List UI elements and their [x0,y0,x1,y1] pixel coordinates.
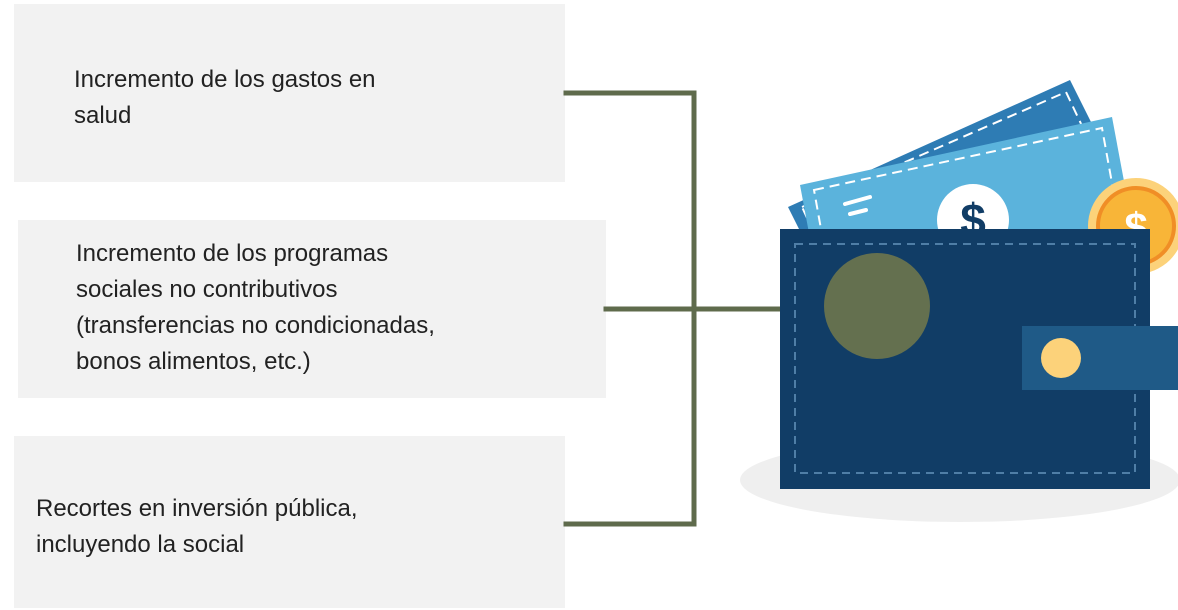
item-text-social-programs: Incremento de los programas sociales no … [76,236,435,380]
item-line: incluyendo la social [36,531,245,558]
wallet-icon: $ $ [740,80,1178,522]
wallet-clasp [1041,338,1081,378]
item-line: Incremento de los gastos en [74,66,376,93]
item-line: bonos alimentos, etc.) [76,348,311,375]
item-box-social-programs: Incremento de los programas sociales no … [18,220,606,398]
item-box-investment-cuts: Recortes en inversión pública, incluyend… [14,436,565,608]
item-line: sociales no contributivos [76,276,338,303]
item-text-investment-cuts: Recortes en inversión pública, incluyend… [36,491,358,563]
item-line: (transferencias no condicionadas, [76,312,435,339]
wallet-circle [824,253,930,359]
item-line: Incremento de los programas [76,240,389,267]
item-text-health-spending: Incremento de los gastos en salud [74,62,376,134]
wallet-body [780,229,1178,489]
item-line: salud [74,102,132,129]
item-line: Recortes en inversión pública, [36,495,358,522]
item-box-health-spending: Incremento de los gastos en salud [14,4,565,182]
